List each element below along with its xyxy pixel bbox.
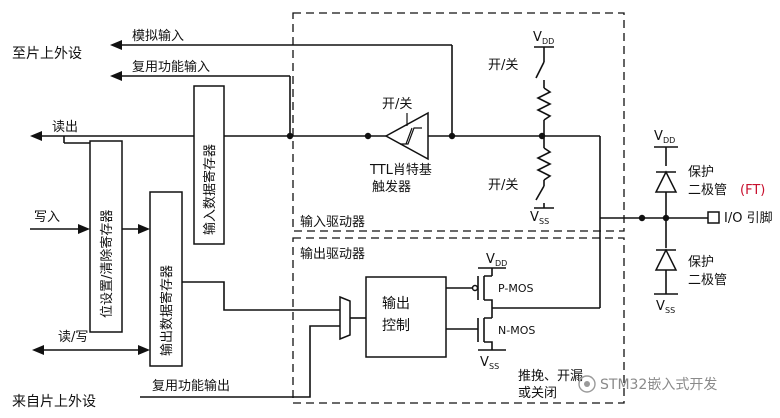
output-mode-line1: 推挽、开漏 bbox=[518, 368, 583, 384]
bit-set-reset-register-label: 位设置/清除寄存器 bbox=[99, 210, 115, 318]
ttl-schmitt-label: TTL肖特基 bbox=[369, 163, 432, 178]
vss-right-label: V bbox=[656, 299, 665, 314]
watermark-logo-icon bbox=[578, 375, 596, 393]
output-control-label-line2: 控制 bbox=[382, 318, 410, 334]
output-mux bbox=[339, 295, 351, 341]
write-in-label: 写入 bbox=[34, 210, 60, 225]
output-data-register-label: 输出数据寄存器 bbox=[159, 265, 175, 356]
vdd-main-label: V bbox=[486, 252, 495, 267]
to-peripheral-label: 至片上外设 bbox=[12, 46, 82, 62]
diode-lower-label: 二极管 bbox=[688, 273, 727, 288]
input-data-register-label: 输入数据寄存器 bbox=[202, 144, 218, 235]
read-write-label: 读/写 bbox=[58, 330, 88, 345]
vss-main-subscript: SS bbox=[489, 362, 499, 371]
watermark-logo-inner bbox=[584, 381, 590, 387]
alt-func-input-label: 复用功能输入 bbox=[132, 59, 210, 75]
read-write-arrowhead-right bbox=[138, 345, 150, 355]
input-data-register bbox=[193, 85, 225, 245]
junction-dot bbox=[286, 132, 294, 140]
io-pin-box bbox=[707, 211, 720, 224]
vss-main-label: V bbox=[480, 355, 489, 370]
vdd-right-label: V bbox=[654, 129, 663, 144]
output-driver-label: 输出驱动器 bbox=[300, 246, 365, 262]
vss-right-subscript: SS bbox=[665, 306, 675, 315]
protection-diode-lower bbox=[654, 248, 678, 271]
write-in-arrowhead bbox=[78, 224, 90, 234]
pulldown-on-off-label: 开/关 bbox=[488, 178, 518, 193]
pullup-switch bbox=[535, 61, 545, 79]
pulldown-resistor bbox=[536, 147, 552, 181]
analog-input-arrowhead bbox=[110, 40, 122, 50]
pullup-resistor bbox=[536, 87, 552, 121]
bitreg-arrowhead bbox=[138, 224, 150, 234]
protect-lower-label: 保护 bbox=[688, 255, 714, 270]
alt-func-output-label: 复用功能输出 bbox=[152, 378, 230, 394]
bit-set-reset-register bbox=[89, 140, 123, 333]
pulldown-switch bbox=[535, 185, 545, 201]
alt-output-wire bbox=[140, 325, 340, 398]
protect-upper-label: 保护 bbox=[688, 165, 714, 180]
pmos-gate-bubble bbox=[471, 284, 479, 292]
trigger-label: 触发器 bbox=[372, 179, 411, 195]
alt-input-arrowhead bbox=[110, 71, 122, 81]
nmos-label: N-MOS bbox=[498, 324, 535, 337]
outreg-to-mux-wire bbox=[182, 281, 340, 311]
schmitt-on-off-label: 开/关 bbox=[382, 97, 412, 112]
vss-mid-label: V bbox=[530, 210, 539, 225]
output-data-register bbox=[149, 191, 183, 367]
nmos-channel-leads bbox=[484, 317, 493, 350]
output-control-label-line1: 输出 bbox=[382, 296, 410, 312]
diode-upper-label: 二极管 bbox=[688, 183, 727, 198]
vdd-top-subscript: DD bbox=[542, 37, 554, 46]
junction-dot bbox=[364, 132, 372, 140]
junction-dot bbox=[662, 214, 670, 222]
output-mode-line2: 或关闭 bbox=[518, 386, 557, 401]
watermark-label: STM32嵌入式开发 bbox=[600, 377, 717, 393]
protection-diode-upper bbox=[654, 170, 678, 193]
input-driver-label: 输入驱动器 bbox=[300, 214, 365, 230]
read-out-label: 读出 bbox=[52, 120, 78, 135]
hysteresis-icon bbox=[400, 127, 422, 145]
from-peripheral-label: 来自片上外设 bbox=[12, 394, 96, 410]
vdd-top-label: V bbox=[533, 30, 542, 45]
vdd-right-subscript: DD bbox=[663, 136, 675, 145]
junction-dot bbox=[638, 214, 646, 222]
input-driver-region bbox=[292, 12, 625, 232]
vdd-main-subscript: DD bbox=[495, 259, 507, 268]
pmos-label: P-MOS bbox=[498, 282, 534, 295]
output-control-block bbox=[365, 276, 447, 358]
io-pin-label: I/O 引脚 bbox=[724, 210, 773, 226]
ft-label: (FT) bbox=[740, 183, 765, 198]
read-write-arrowhead-left bbox=[32, 345, 44, 355]
read-out-arrowhead bbox=[30, 131, 42, 141]
pullup-on-off-label: 开/关 bbox=[488, 58, 518, 73]
junction-dot bbox=[448, 132, 456, 140]
pmos-channel-leads bbox=[484, 275, 493, 308]
analog-input-label: 模拟输入 bbox=[132, 28, 184, 44]
vss-mid-subscript: SS bbox=[539, 217, 549, 226]
